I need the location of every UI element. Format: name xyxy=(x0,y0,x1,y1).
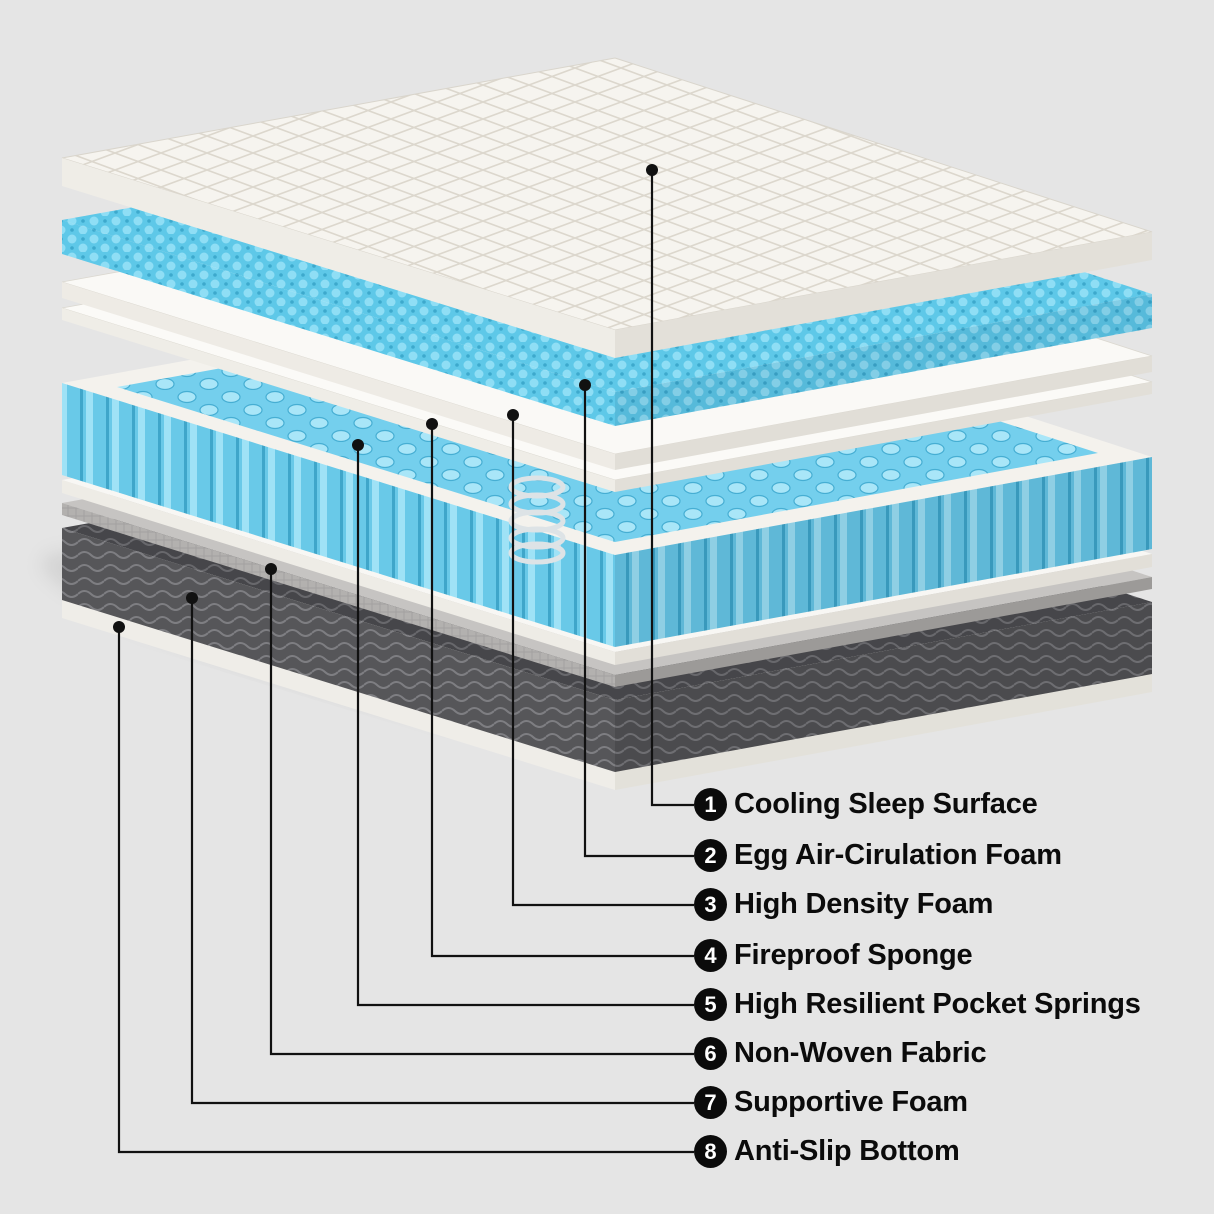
leader-line-5 xyxy=(356,445,694,1007)
leader-line-2 xyxy=(583,385,694,858)
leader-line-6 xyxy=(269,569,694,1056)
leader-lines xyxy=(117,170,694,1154)
leader-line-3 xyxy=(511,415,694,907)
leader-line-8 xyxy=(117,627,694,1154)
leader-dot-3 xyxy=(507,409,519,421)
leader-line-7 xyxy=(190,598,694,1105)
leader-dot-5 xyxy=(352,439,364,451)
leader-dot-1 xyxy=(646,164,658,176)
leader-line-4 xyxy=(430,424,694,958)
leader-dot-7 xyxy=(186,592,198,604)
layer-cooling-sleep-surface xyxy=(61,57,1153,358)
leader-dots xyxy=(113,164,658,633)
leader-dot-8 xyxy=(113,621,125,633)
leader-line-1 xyxy=(650,170,694,807)
leader-dot-4 xyxy=(426,418,438,430)
leader-dot-6 xyxy=(265,563,277,575)
leader-dot-2 xyxy=(579,379,591,391)
pocket-spring-coil xyxy=(508,475,566,565)
